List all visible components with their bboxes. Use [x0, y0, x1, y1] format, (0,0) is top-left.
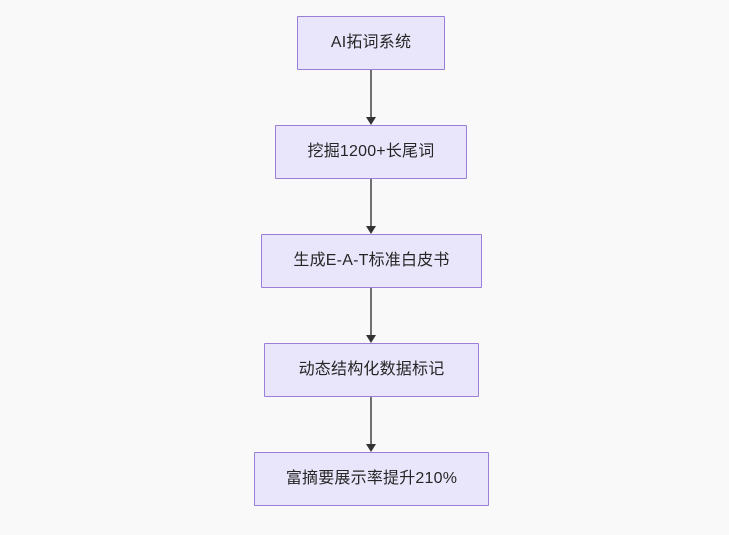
flow-node-label: AI拓词系统 — [330, 34, 412, 51]
flow-node-generate-eat-whitepaper[interactable]: 生成E-A-T标准白皮书 — [261, 234, 482, 288]
flow-edge-n0-n1 — [364, 70, 378, 125]
flow-node-label: 生成E-A-T标准白皮书 — [293, 252, 450, 269]
flow-node-mine-longtail-keywords[interactable]: 挖掘1200+长尾词 — [275, 125, 467, 179]
flow-node-rich-snippet-rate-increase[interactable]: 富摘要展示率提升210% — [254, 452, 489, 506]
arrow-down-icon — [366, 444, 376, 452]
arrow-down-icon — [366, 117, 376, 125]
flow-edge-n2-n3 — [364, 288, 378, 343]
edge-line — [370, 288, 372, 335]
edge-line — [370, 70, 372, 117]
flow-node-label: 动态结构化数据标记 — [298, 361, 445, 378]
arrow-down-icon — [366, 226, 376, 234]
flow-edge-n3-n4 — [364, 397, 378, 452]
flow-node-ai-keyword-system[interactable]: AI拓词系统 — [297, 16, 445, 70]
edge-line — [370, 397, 372, 444]
flow-edge-n1-n2 — [364, 179, 378, 234]
edge-line — [370, 179, 372, 226]
flow-node-label: 挖掘1200+长尾词 — [307, 143, 435, 160]
flow-node-label: 富摘要展示率提升210% — [285, 470, 458, 487]
arrow-down-icon — [366, 335, 376, 343]
flow-node-dynamic-structured-data-markup[interactable]: 动态结构化数据标记 — [264, 343, 479, 397]
